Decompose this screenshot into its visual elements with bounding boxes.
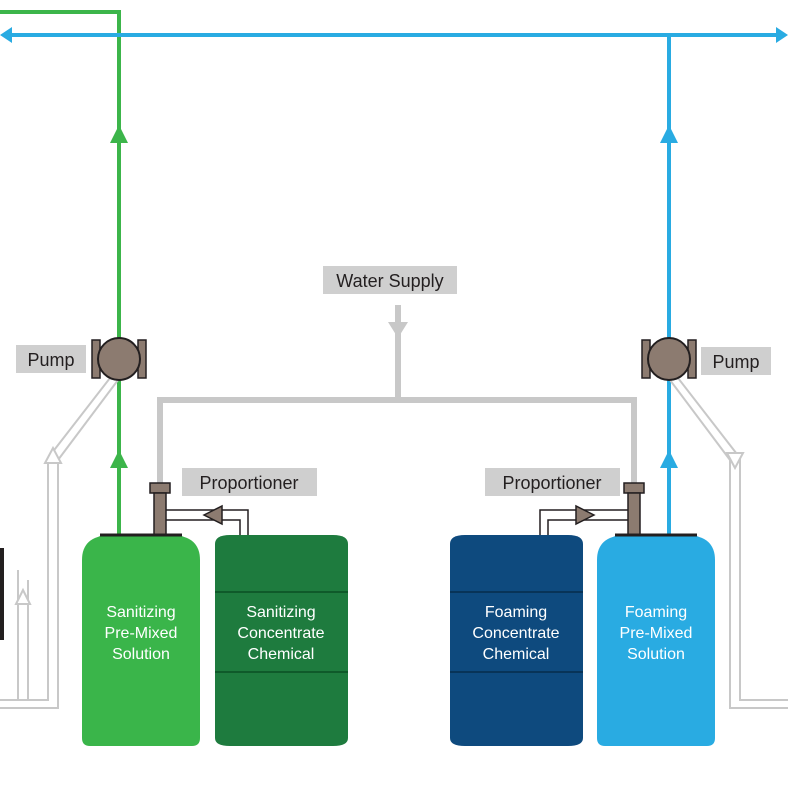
drum-foaming-concentrate: Foaming Concentrate Chemical <box>450 535 583 746</box>
proportioner-left-label: Proportioner <box>182 468 317 496</box>
green-flow-arrow-lower-icon <box>110 450 128 468</box>
water-supply-label: Water Supply <box>323 266 457 294</box>
pump-right-label: Pump <box>701 347 771 375</box>
blue-flow-arrow-lower-icon <box>660 450 678 468</box>
green-flow-arrow-upper-icon <box>110 125 128 143</box>
proportioner-right-label-text: Proportioner <box>502 473 601 493</box>
pump-right-icon <box>641 337 697 381</box>
proportioner-right-arrow-icon <box>575 504 596 526</box>
water-supply-arrow-icon <box>388 322 408 338</box>
tank-sanitizing-premixed: Sanitizing Pre-Mixed Solution <box>82 533 200 746</box>
left-edge-device <box>0 548 4 640</box>
proportioner-right-fitting <box>623 482 645 536</box>
drum-foaming-concentrate-line1: Foaming <box>485 604 547 621</box>
water-supply-pipe <box>157 305 637 490</box>
tank-sanitizing-premixed-line3: Solution <box>112 646 170 663</box>
pump-right-label-text: Pump <box>712 352 759 372</box>
water-supply-label-text: Water Supply <box>336 271 443 291</box>
blue-arrow-left-icon <box>0 27 12 43</box>
drum-sanitizing-concentrate-line2: Concentrate <box>237 625 324 642</box>
pump-left-icon <box>91 337 147 381</box>
drum-sanitizing-concentrate-line3: Chemical <box>248 646 315 663</box>
drum-sanitizing-concentrate-line1: Sanitizing <box>246 604 315 621</box>
right-return-hose <box>669 377 788 709</box>
tank-foaming-premixed: Foaming Pre-Mixed Solution <box>597 533 715 746</box>
proportioner-left-fitting <box>149 482 171 536</box>
left-return-arrow-lower-icon <box>14 587 32 605</box>
pump-left-label-text: Pump <box>27 350 74 370</box>
proportioner-right-label: Proportioner <box>485 468 620 496</box>
blue-arrow-right-icon <box>776 27 788 43</box>
tank-foaming-premixed-line3: Solution <box>627 646 685 663</box>
drum-foaming-concentrate-line3: Chemical <box>483 646 550 663</box>
right-return-arrow-icon <box>725 452 745 471</box>
left-return-arrow-icon <box>43 445 63 464</box>
proportioner-left-feed <box>166 509 249 535</box>
tank-foaming-premixed-line2: Pre-Mixed <box>620 625 693 642</box>
drum-sanitizing-concentrate: Sanitizing Concentrate Chemical <box>215 535 348 746</box>
proportioner-right-feed <box>539 509 628 535</box>
tank-foaming-premixed-line1: Foaming <box>625 604 687 621</box>
pump-left-label: Pump <box>16 345 86 373</box>
tank-sanitizing-premixed-line2: Pre-Mixed <box>105 625 178 642</box>
blue-flow-arrow-upper-icon <box>660 125 678 143</box>
tank-sanitizing-premixed-line1: Sanitizing <box>106 604 175 621</box>
proportioner-left-arrow-icon <box>202 504 223 526</box>
proportioner-left-label-text: Proportioner <box>199 473 298 493</box>
drum-foaming-concentrate-line2: Concentrate <box>472 625 559 642</box>
